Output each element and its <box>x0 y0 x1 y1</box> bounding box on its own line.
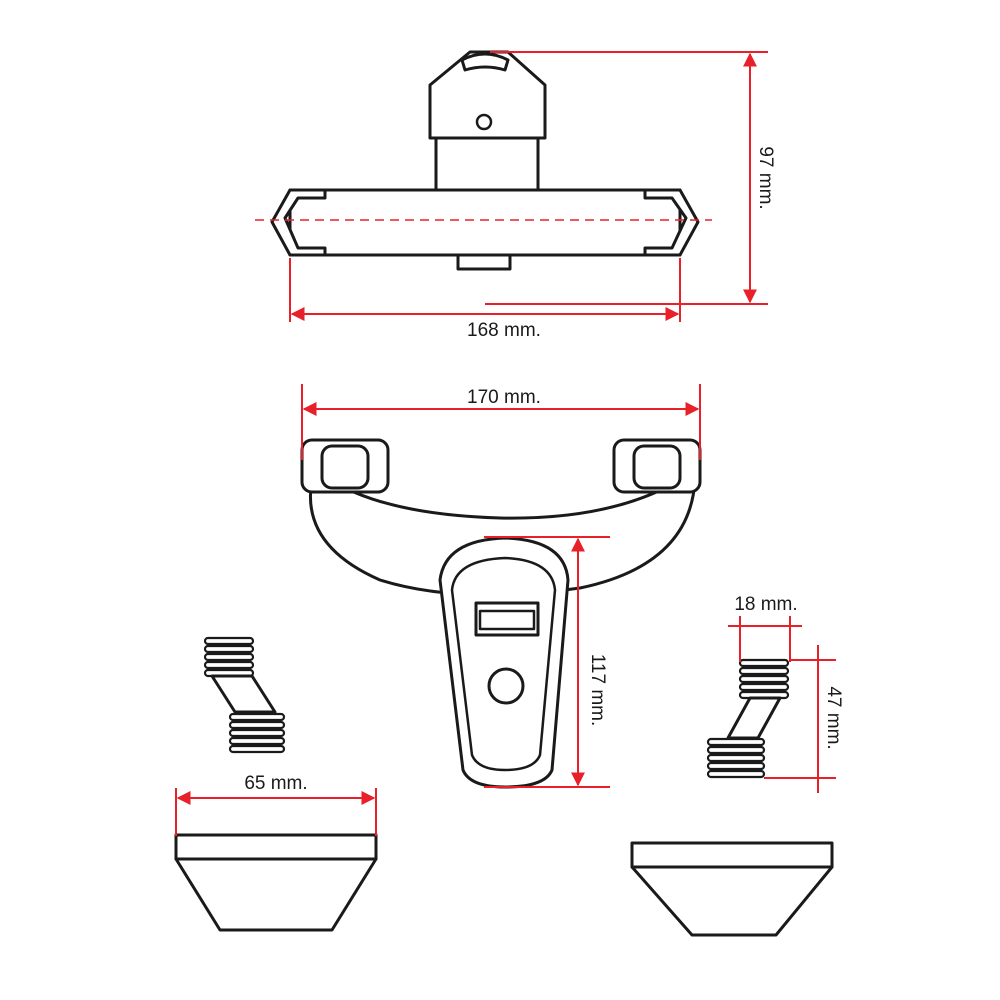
connector-width-dimension: 18 mm. <box>728 594 802 662</box>
width-label-top: 168 mm. <box>467 320 541 341</box>
connector-height-dimension: 47 mm. <box>764 645 844 793</box>
connector-height-label: 47 mm. <box>823 686 844 749</box>
height-label-top: 97 mm. <box>755 146 776 209</box>
width-dimension-top: 168 mm. <box>289 258 681 341</box>
width-label-front: 170 mm. <box>467 387 541 408</box>
height-label-lever: 117 mm. <box>587 654 608 727</box>
width-dimension-front: 170 mm. <box>301 384 701 460</box>
flange-left <box>174 833 378 932</box>
connector-thread-top-right <box>738 658 790 700</box>
connector-thread-bottom-left <box>228 712 286 754</box>
eccentric-connector-left <box>203 636 286 754</box>
connector-thread-top-left <box>203 636 255 678</box>
eccentric-connector-right <box>706 658 790 779</box>
connector-thread-bottom-right <box>706 737 766 779</box>
flange-right <box>630 841 834 937</box>
flange-width-dimension: 65 mm. <box>175 773 377 836</box>
flange-width-label: 65 mm. <box>244 773 307 794</box>
height-dimension-top: 97 mm. <box>485 51 776 305</box>
height-dimension-lever: 117 mm. <box>484 536 610 788</box>
faucet-top-view <box>255 50 712 271</box>
faucet-front-view <box>300 438 702 789</box>
connector-width-label: 18 mm. <box>734 594 797 615</box>
